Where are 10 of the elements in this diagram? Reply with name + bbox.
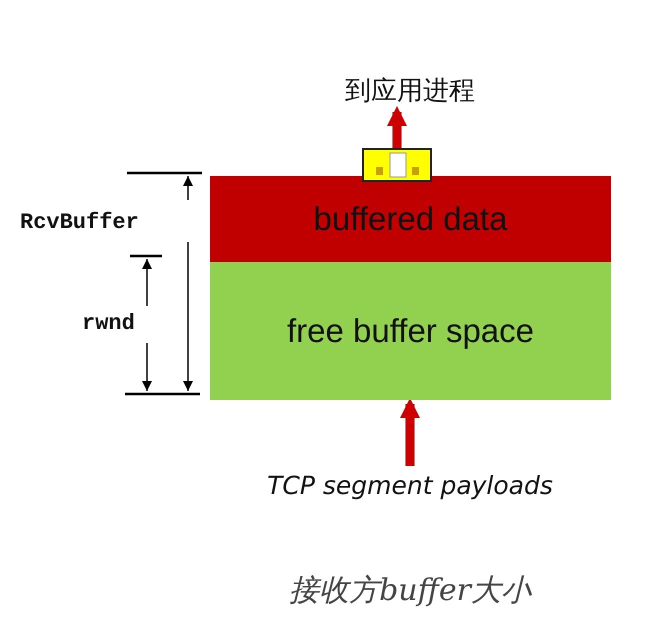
free-space-box: free buffer space [210, 262, 611, 400]
arrow [400, 398, 420, 466]
source-label: TCP segment payloads [267, 470, 553, 500]
destination-label: 到应用进程 [345, 74, 475, 108]
dimension-label: RcvBuffer [20, 210, 139, 235]
socket-icon [362, 148, 432, 182]
arrow [387, 106, 407, 148]
dimension-label: rwnd [82, 311, 135, 336]
buffered-data-box: buffered data [210, 176, 611, 262]
caption: 接收方buffer大小 [288, 572, 533, 610]
